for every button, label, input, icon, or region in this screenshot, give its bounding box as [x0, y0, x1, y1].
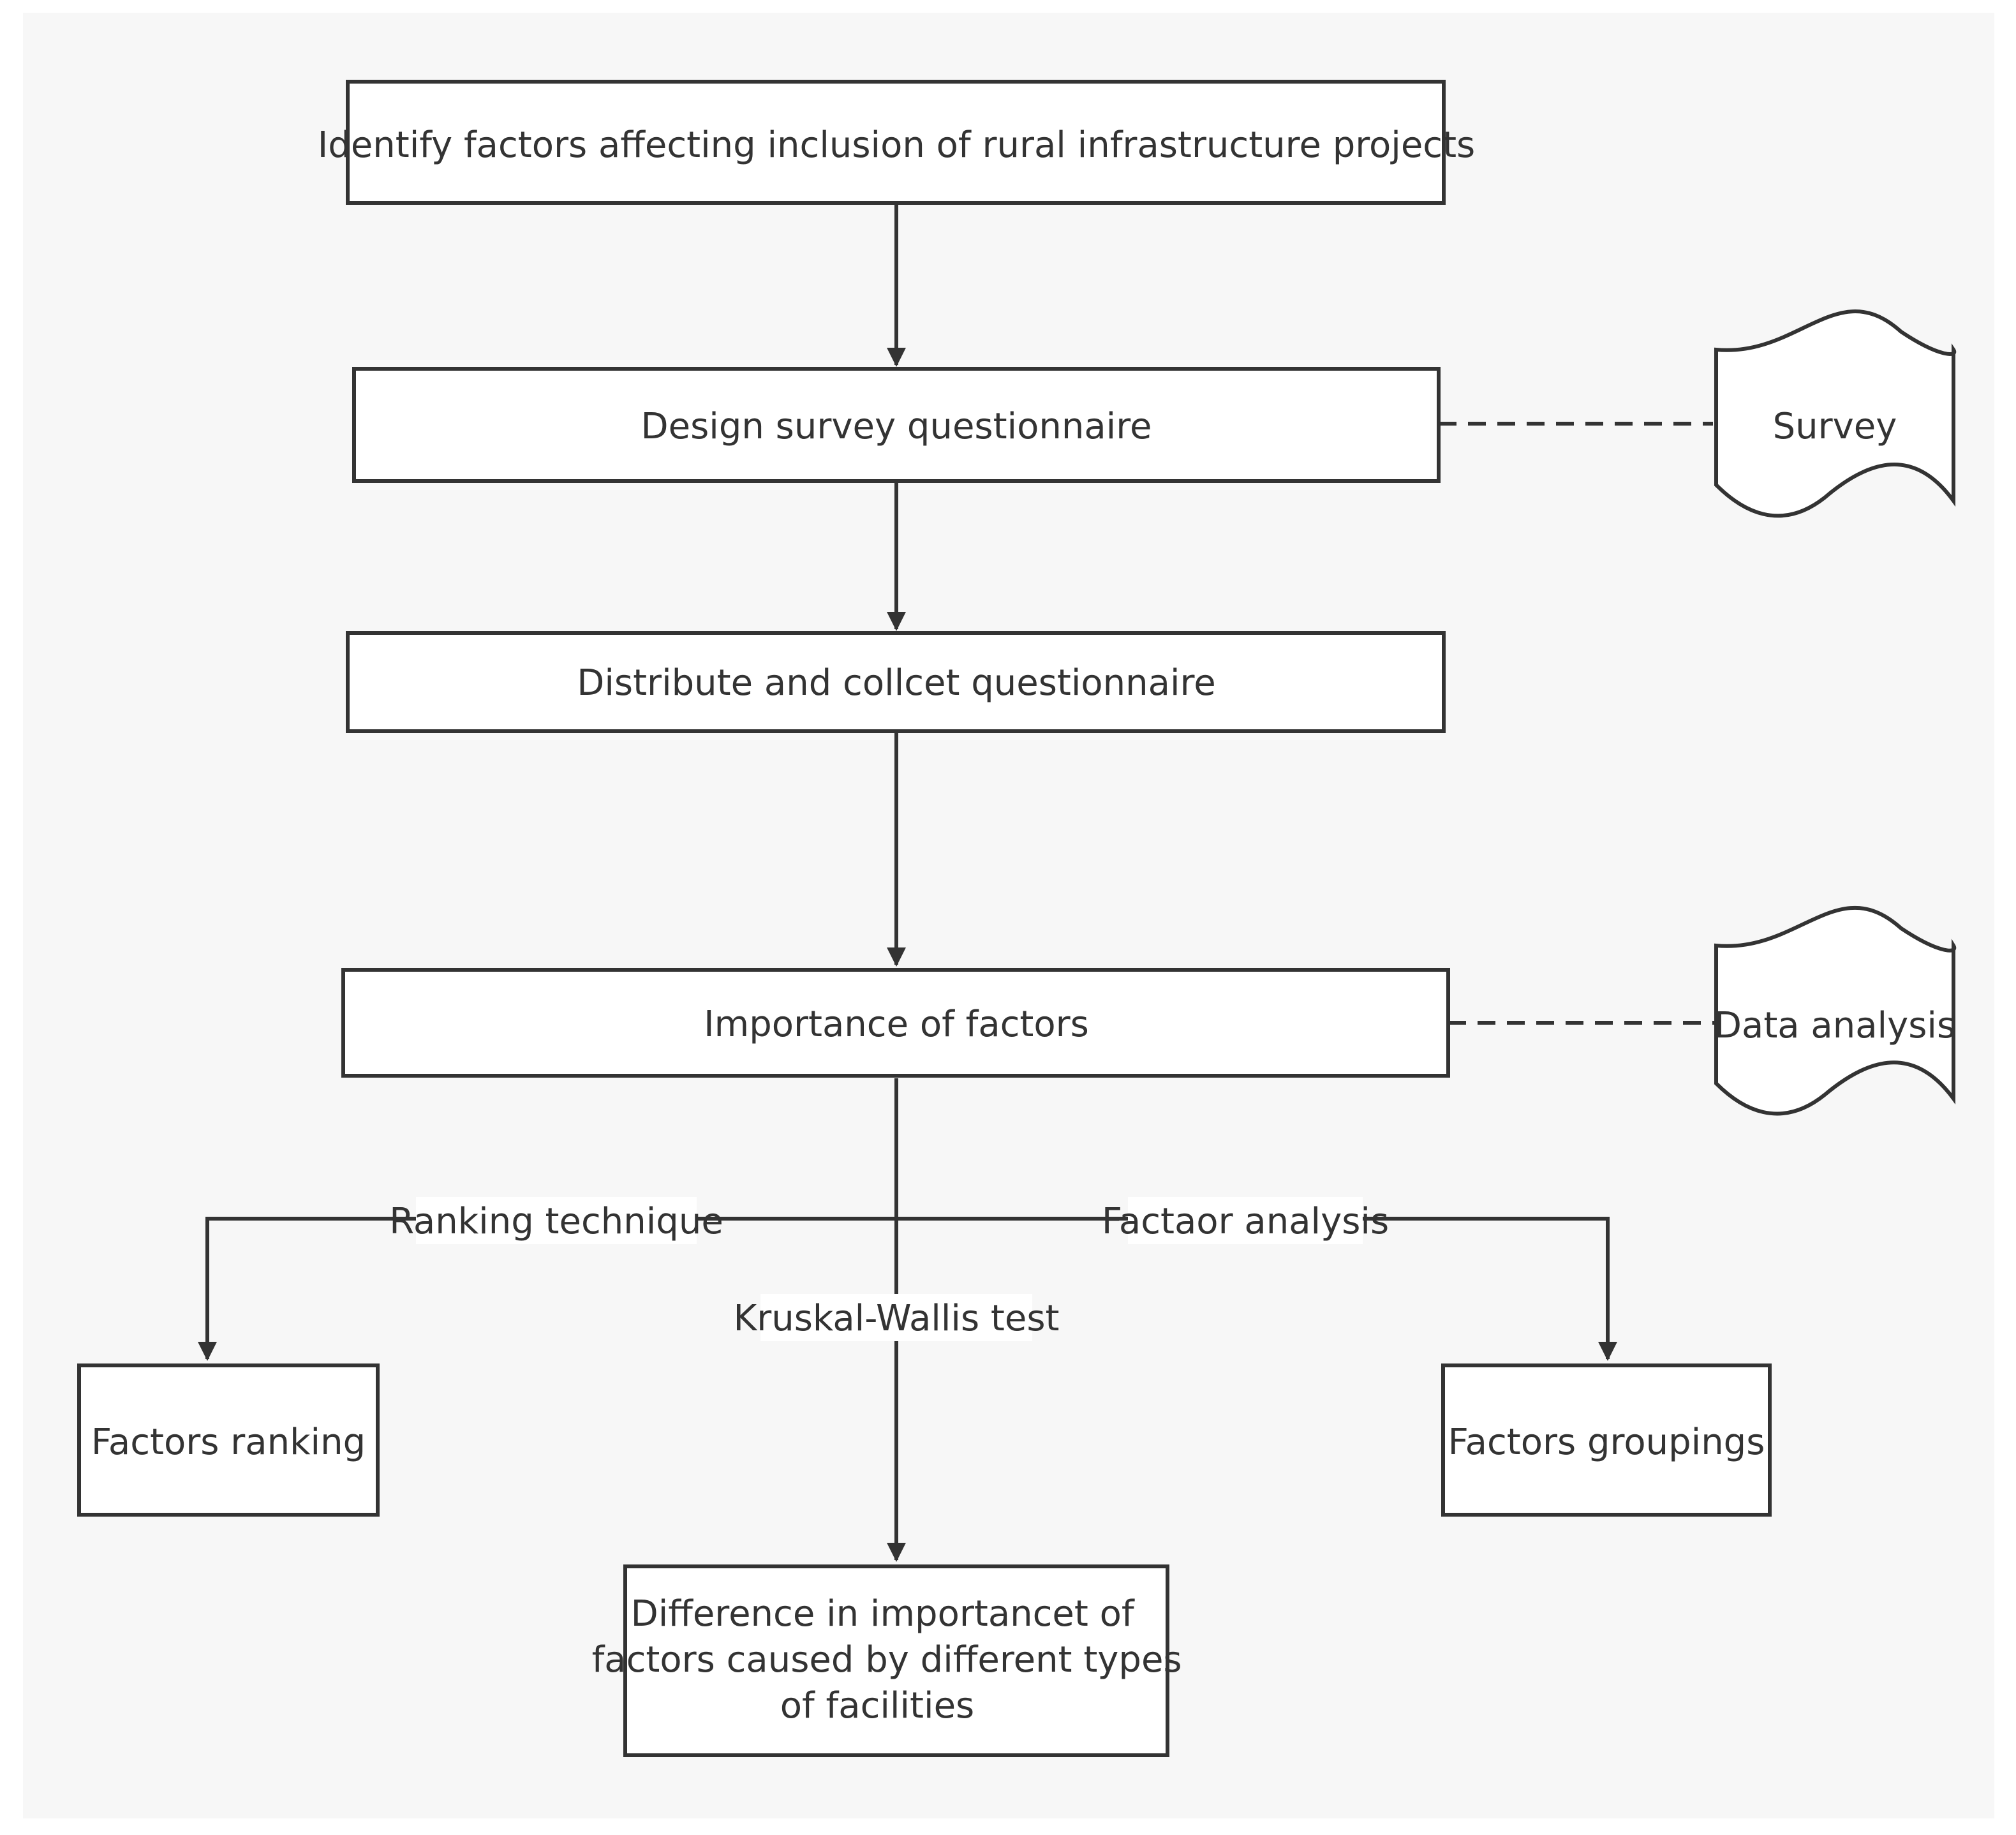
node-design-label: Design survey questionnaire — [641, 406, 1152, 447]
node-difference-line-3: of facilities — [780, 1685, 974, 1727]
node-difference-label: Difference in importancet of factors cau… — [592, 1593, 1194, 1727]
node-distribute: Distribute and collcet questionnaire — [346, 631, 1446, 733]
node-difference: Difference in importancet of factors cau… — [592, 1564, 1194, 1757]
node-identify: Identify factors affecting inclusion of … — [318, 80, 1475, 205]
canvas-background — [23, 13, 1994, 1818]
edge-label-ranking-technique: Ranking technique — [389, 1201, 723, 1242]
document-survey-label: Survey — [1773, 406, 1897, 447]
node-distribute-label: Distribute and collcet questionnaire — [577, 662, 1216, 704]
node-importance: Importance of factors — [341, 968, 1450, 1078]
node-ranking: Factors ranking — [77, 1363, 380, 1517]
node-difference-line-2: factors caused by different types — [592, 1639, 1182, 1681]
node-design: Design survey questionnaire — [352, 367, 1441, 483]
edge-labels: Ranking technique Factaor analysis Krusk… — [389, 1197, 1389, 1341]
document-data-analysis-label: Data analysis — [1714, 1005, 1955, 1046]
node-ranking-label: Factors ranking — [91, 1422, 366, 1463]
edge-label-factor-analysis: Factaor analysis — [1102, 1201, 1389, 1242]
node-identify-label: Identify factors affecting inclusion of … — [318, 124, 1475, 166]
node-groupings: Factors groupings — [1441, 1363, 1772, 1517]
node-groupings-label: Factors groupings — [1448, 1422, 1765, 1463]
edge-label-kruskal-wallis: Kruskal-Wallis test — [734, 1298, 1060, 1339]
document-survey: Survey — [1714, 309, 1957, 518]
document-data-analysis: Data analysis — [1714, 906, 1957, 1116]
node-importance-label: Importance of factors — [704, 1004, 1089, 1045]
node-difference-line-1: Difference in importancet of — [631, 1593, 1135, 1635]
